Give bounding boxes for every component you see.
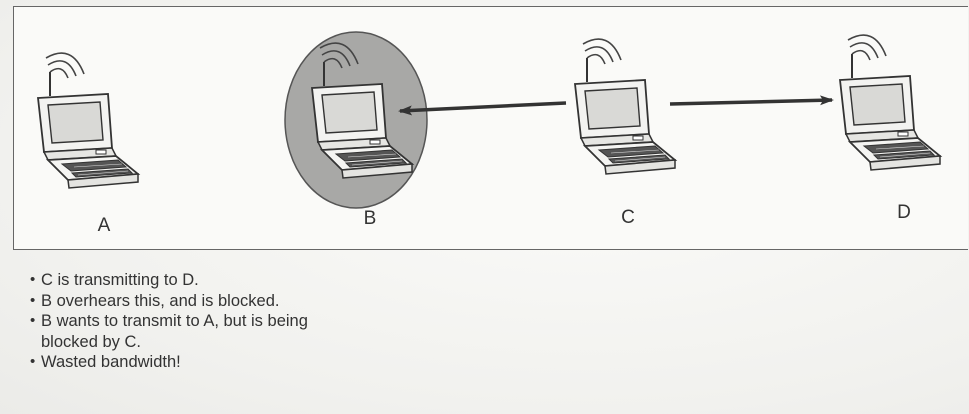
node-label-a: A xyxy=(84,215,124,237)
laptop-icon-c xyxy=(575,39,675,174)
list-item-text: B overhears this, and is blocked. xyxy=(41,292,279,310)
node-label-c: C xyxy=(608,207,648,229)
laptop-icon-a xyxy=(38,53,138,188)
explanation-list: • C is transmitting to D. • B overhears … xyxy=(30,270,308,373)
list-item: • B overhears this, and is blocked. xyxy=(30,291,308,312)
list-item-text-continued: blocked by C. xyxy=(41,332,308,353)
laptop-icon-d xyxy=(840,35,940,170)
node-label-d: D xyxy=(884,202,924,224)
list-item: • C is transmitting to D. xyxy=(30,270,308,291)
list-item: • Wasted bandwidth! xyxy=(30,352,308,373)
list-item: • B wants to transmit to A, but is being… xyxy=(30,311,308,352)
list-item-text: Wasted bandwidth! xyxy=(41,353,181,371)
list-item-text: C is transmitting to D. xyxy=(41,271,199,289)
bullet-icon: • xyxy=(30,270,35,291)
bullet-icon: • xyxy=(30,291,35,312)
arrow-c-to-d xyxy=(670,100,832,104)
bullet-icon: • xyxy=(30,352,35,373)
list-item-text: B wants to transmit to A, but is being xyxy=(41,312,308,330)
diagram-canvas xyxy=(0,0,969,250)
node-label-b: B xyxy=(350,208,390,230)
bullet-icon: • xyxy=(30,311,35,332)
